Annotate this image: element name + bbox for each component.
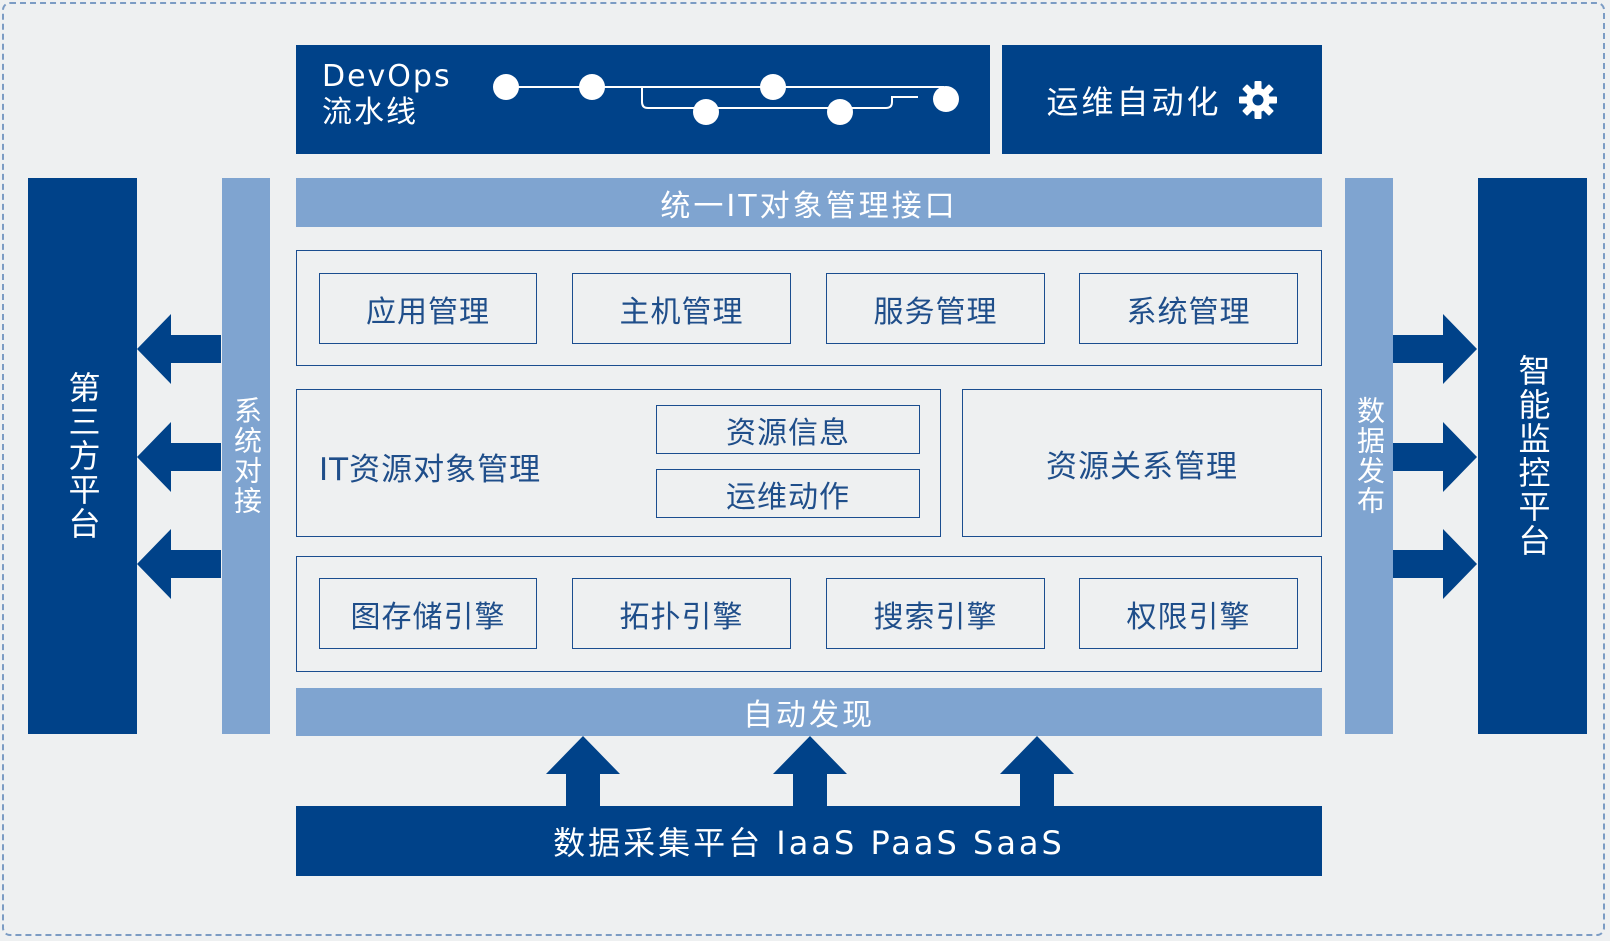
left-arrow <box>137 422 221 492</box>
unified-interface-bar: 统一IT对象管理接口 <box>296 178 1322 227</box>
monitoring-label: 智能监控平台 <box>1513 354 1552 558</box>
it-resource-title: IT资源对象管理 <box>319 452 542 488</box>
management-item: 服务管理 <box>826 273 1045 344</box>
management-item: 主机管理 <box>572 273 791 344</box>
management-item: 系统管理 <box>1079 273 1298 344</box>
left-arrow <box>137 314 221 384</box>
engine-item: 权限引擎 <box>1079 578 1298 649</box>
up-arrow <box>1000 736 1074 806</box>
management-row <box>296 250 1322 366</box>
pipeline-node <box>827 99 853 125</box>
arrows-from-data-collection <box>546 736 1074 806</box>
engine-row <box>296 556 1322 672</box>
third-party-label: 第三方平台 <box>63 371 102 541</box>
pipeline-node <box>579 74 605 100</box>
devops-title-line2: 流水线 <box>322 95 418 130</box>
third-party-platform: 第三方平台 <box>28 178 137 734</box>
management-item: 应用管理 <box>319 273 537 344</box>
arrows-to-third-party <box>137 314 221 599</box>
pipeline-node <box>933 86 959 112</box>
ops-automation-panel: 运维自动化 <box>1002 45 1322 154</box>
right-arrow <box>1393 422 1477 492</box>
intelligent-monitoring-platform: 智能监控平台 <box>1478 178 1587 734</box>
resource-relation-label: 资源关系管理 <box>1046 448 1238 485</box>
engine-item: 搜索引擎 <box>826 578 1045 649</box>
system-integration-bar: 系统对接 <box>222 178 270 734</box>
gear-icon <box>1238 80 1277 119</box>
right-arrow <box>1393 529 1477 599</box>
engine-item: 拓扑引擎 <box>572 578 791 649</box>
data-collection-platform: 数据采集平台 IaaS PaaS SaaS <box>296 806 1322 876</box>
data-publish-label: 数据发布 <box>1353 396 1386 516</box>
resource-relation-panel: 资源关系管理 <box>962 389 1322 537</box>
resource-info-item: 资源信息 <box>656 405 920 454</box>
up-arrow <box>773 736 847 806</box>
devops-pipeline-panel: DevOps 流水线 <box>296 45 990 154</box>
auto-discovery-label: 自动发现 <box>743 698 875 733</box>
data-publish-bar: 数据发布 <box>1345 178 1393 734</box>
left-arrow <box>137 529 221 599</box>
engine-item: 图存储引擎 <box>319 578 537 649</box>
pipeline-node <box>493 74 519 100</box>
right-arrow <box>1393 314 1477 384</box>
pipeline-node <box>760 74 786 100</box>
auto-discovery-bar: 自动发现 <box>296 688 1322 736</box>
pipeline-graphic <box>493 74 959 125</box>
ops-automation-label: 运维自动化 <box>1046 82 1222 121</box>
ops-action-item: 运维动作 <box>656 469 920 518</box>
it-resource-panel <box>296 389 941 537</box>
data-collection-label: 数据采集平台 IaaS PaaS SaaS <box>553 824 1065 862</box>
devops-title-line1: DevOps <box>322 59 452 94</box>
arrows-to-monitoring <box>1393 314 1477 599</box>
pipeline-node <box>693 99 719 125</box>
devops-title: DevOps 流水线 <box>322 59 452 131</box>
up-arrow <box>546 736 620 806</box>
system-integration-label: 系统对接 <box>230 396 263 516</box>
unified-interface-label: 统一IT对象管理接口 <box>660 188 958 224</box>
